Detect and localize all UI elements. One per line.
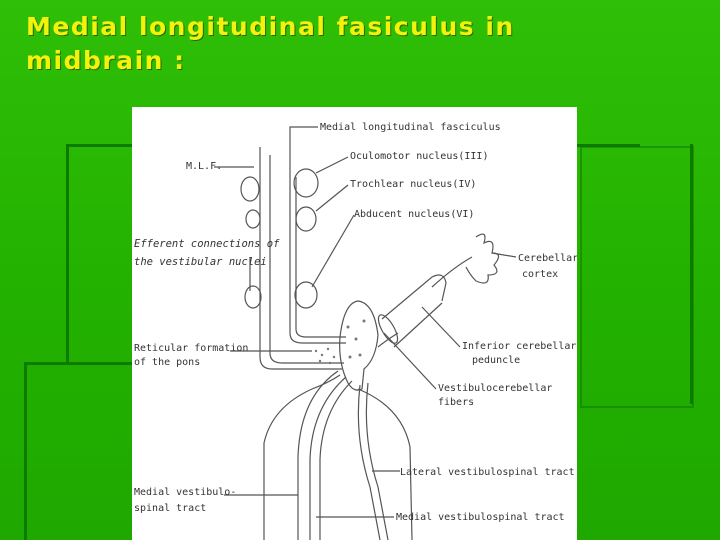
- vestibular-nuclei: [339, 300, 379, 391]
- label-medial-tract-bottom: Medial vestibulospinal tract: [396, 512, 565, 523]
- medial-tract-3: [297, 370, 339, 540]
- medial-tract-2: [319, 380, 353, 540]
- medial-tract-1: [309, 376, 347, 540]
- mlf-bundle-left: [259, 147, 342, 370]
- label-vestibulocereb-2: fibers: [438, 397, 474, 408]
- decor-line-left2: [24, 362, 27, 540]
- label-inf-peduncle-2: peduncle: [472, 355, 520, 366]
- mlf-bundle-right: [289, 151, 346, 344]
- label-lateral-tract: Lateral vestibulospinal tract: [400, 467, 575, 478]
- diagram-panel: Medial longitudinal fasciculus M.L.F. Oc…: [132, 107, 577, 540]
- decor-box: [580, 146, 694, 408]
- leader-oculomotor: [315, 156, 349, 174]
- leader-vestibulocereb: [383, 332, 437, 390]
- mlf-nucleus-left-3: [244, 285, 262, 309]
- slide-title: Medial longitudinal fasiculus in midbrai…: [26, 10, 646, 78]
- decor-line-right: [690, 144, 693, 404]
- lateral-tract-1: [357, 384, 381, 540]
- label-oculomotor: Oculomotor nucleus(III): [350, 151, 488, 162]
- brainstem-outline-left: [263, 374, 341, 540]
- reticular-dots: [314, 319, 366, 365]
- leader-cerebellar: [491, 252, 517, 258]
- label-vestibulocereb-1: Vestibulocerebellar: [438, 383, 552, 394]
- label-medial-tract-1: Medial vestibulo-: [134, 487, 236, 498]
- mlf-nucleus-left-1: [240, 176, 260, 202]
- label-reticular-2: of the pons: [134, 357, 200, 368]
- leader-inf-peduncle: [421, 306, 461, 348]
- brainstem-outline-mid: [357, 388, 413, 540]
- label-inf-peduncle-1: Inferior cerebellar: [462, 341, 576, 352]
- peduncle-end: [377, 314, 399, 344]
- mlf-nucleus-left-2: [245, 209, 261, 229]
- mlf-bundle-mid: [269, 155, 344, 364]
- peduncle-top: [381, 274, 447, 320]
- label-efferent-1: Efferent connections of: [134, 238, 280, 250]
- label-reticular-1: Reticular formation: [134, 343, 248, 354]
- leader-abducent: [311, 214, 355, 288]
- leader-mlf-top: [289, 126, 318, 151]
- label-trochlear: Trochlear nucleus(IV): [350, 179, 476, 190]
- slide-title-line-2: midbrain :: [26, 46, 186, 75]
- slide-title-line-1: Medial longitudinal fasiculus in: [26, 12, 515, 41]
- vestibular-pathway-diagram: Medial longitudinal fasciculus M.L.F. Oc…: [134, 122, 577, 540]
- vestibulocerebellar-fibers: [431, 256, 473, 288]
- label-efferent-2: the vestibular nuclei: [134, 256, 267, 268]
- peduncle-bottom: [393, 302, 443, 348]
- trochlear-nucleus: [295, 206, 317, 232]
- label-cerebellar-2: cortex: [522, 269, 558, 280]
- decor-line-left: [66, 144, 69, 364]
- mlf-bundle-inner: [295, 177, 346, 338]
- label-abducent: Abducent nucleus(VI): [354, 209, 474, 220]
- oculomotor-nucleus: [293, 168, 319, 198]
- cerebellar-cortex: [465, 233, 500, 284]
- label-medial-tract-2: spinal tract: [134, 503, 206, 514]
- leader-trochlear: [315, 184, 349, 212]
- lateral-tract-2: [365, 382, 389, 540]
- label-cerebellar-1: Cerebellar: [518, 253, 577, 264]
- label-mlf-short: M.L.F.: [186, 161, 222, 172]
- abducent-nucleus: [294, 281, 318, 309]
- decor-line-mid: [24, 362, 132, 365]
- label-mlf-top: Medial longitudinal fasciculus: [320, 122, 501, 133]
